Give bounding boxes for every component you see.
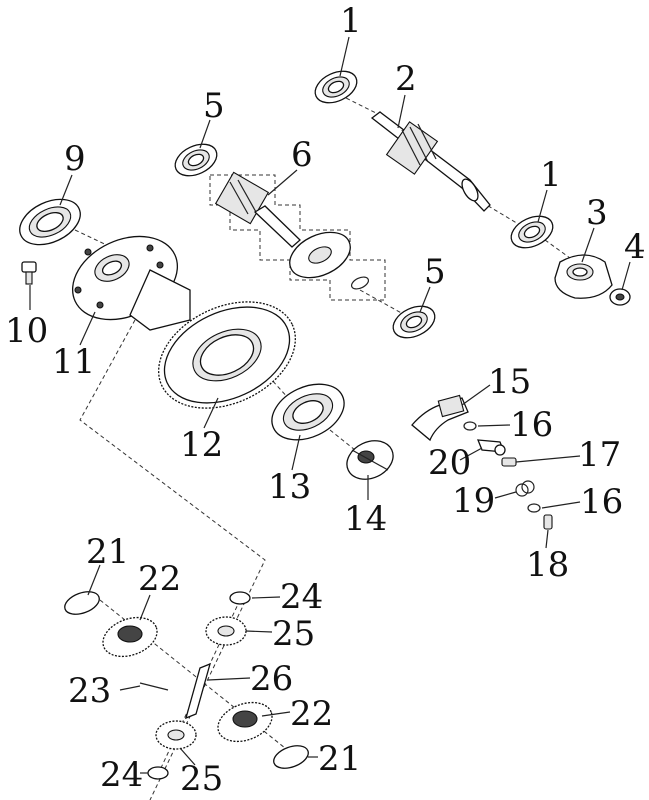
callout-24-lower: 24: [100, 755, 143, 795]
part-11-housing: [71, 235, 191, 331]
part-2-shaft: [370, 111, 491, 212]
part-18-pin: [543, 514, 553, 530]
part-5-bearing-upper: [174, 143, 218, 177]
part-23-pin: [139, 682, 169, 691]
part-6-gear-shaft: [214, 171, 370, 290]
callout-3: 3: [586, 193, 608, 233]
callout-11: 11: [52, 342, 95, 382]
part-25-pinion-lower: [155, 720, 197, 750]
part-22-side-gear-lower: [217, 701, 273, 743]
callout-4: 4: [624, 227, 646, 267]
part-1-bearing-lower: [510, 215, 554, 249]
callout-5-upper: 5: [203, 86, 225, 126]
callout-17: 17: [578, 435, 621, 475]
callout-2: 2: [395, 59, 417, 99]
leader-lines: [29, 36, 631, 774]
part-4-nut: [609, 288, 631, 306]
callout-25-lower: 25: [180, 759, 223, 799]
callout-19: 19: [452, 481, 495, 521]
part-14-gear-hub: [346, 440, 394, 480]
callout-labels: 1 2 1 3 4 5 6 5 9 10 11 12 13 14 15 16 2…: [5, 1, 646, 799]
callout-21-upper: 21: [86, 532, 129, 572]
callout-5-lower: 5: [424, 252, 446, 292]
part-24-washer-upper: [229, 591, 251, 605]
part-3-cover: [554, 254, 613, 299]
part-24-washer-lower: [147, 766, 169, 780]
part-15-shift-fork: [411, 394, 469, 442]
callout-16-lower: 16: [580, 482, 623, 522]
callout-18: 18: [526, 545, 569, 585]
part-12-ring-gear: [158, 301, 296, 409]
part-16-clip-lower: [527, 503, 541, 513]
part-13-bearing: [271, 383, 345, 441]
part-9-bearing: [19, 198, 81, 246]
part-5-bearing-lower: [392, 305, 436, 339]
callout-16-upper: 16: [510, 405, 553, 445]
part-26-cross-shaft: [185, 662, 211, 720]
callout-23: 23: [68, 671, 111, 711]
callout-20: 20: [428, 443, 471, 483]
callout-22-lower: 22: [290, 694, 333, 734]
callout-22-upper: 22: [138, 559, 181, 599]
part-16-clip-upper: [463, 421, 477, 431]
part-25-pinion-upper: [205, 616, 247, 646]
callout-15: 15: [488, 362, 531, 402]
part-21-washer-lower: [273, 745, 309, 769]
callout-10: 10: [5, 311, 48, 351]
callout-25-upper: 25: [272, 614, 315, 654]
part-22-side-gear-upper: [102, 616, 158, 658]
part-10-bolt: [21, 261, 37, 285]
callout-24-upper: 24: [280, 577, 323, 617]
callout-1-lower: 1: [540, 155, 562, 195]
part-21-washer-upper: [64, 591, 100, 615]
part-1-bearing-top: [314, 70, 358, 104]
callout-13: 13: [268, 467, 311, 507]
callout-12: 12: [180, 425, 223, 465]
callout-14: 14: [344, 499, 387, 539]
callout-26: 26: [250, 659, 293, 699]
part-20-lever: [477, 439, 506, 456]
callout-9: 9: [64, 139, 86, 179]
part-19-spring-clip: [515, 480, 535, 497]
part-17-spring: [501, 457, 517, 467]
callout-21-lower: 21: [318, 739, 361, 779]
callout-1-top: 1: [340, 1, 362, 41]
callout-6: 6: [291, 135, 313, 175]
